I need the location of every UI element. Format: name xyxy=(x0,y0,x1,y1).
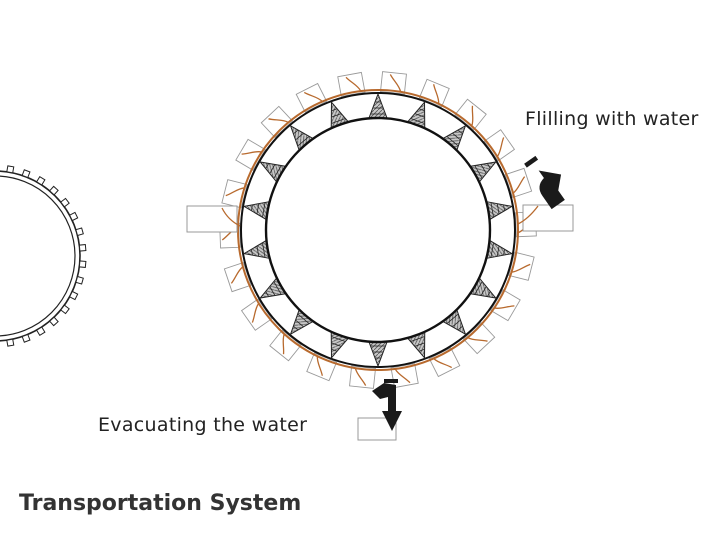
main-ring xyxy=(219,71,537,389)
outlet-box xyxy=(357,417,397,441)
ring-tooth xyxy=(60,304,70,315)
ring-tooth xyxy=(21,169,31,179)
ring-tooth xyxy=(35,326,46,336)
right-port-pipe xyxy=(517,205,539,225)
right-port-box xyxy=(522,204,574,232)
outer-ring xyxy=(240,92,516,368)
pipe-ring xyxy=(237,89,519,371)
chamber-box xyxy=(379,71,407,95)
left-port-pipe xyxy=(221,207,241,227)
turbine-icon xyxy=(242,201,270,221)
ring-tooth xyxy=(68,211,79,222)
ring-tooth xyxy=(78,260,87,268)
diagram-title: Transportation System xyxy=(19,491,302,516)
turbine-icon xyxy=(407,331,426,360)
partial-ring-left xyxy=(0,165,87,347)
turbine-icon xyxy=(368,92,388,119)
ring-tooth xyxy=(35,176,46,186)
chamber-box xyxy=(418,78,450,108)
filling-arrow-icon xyxy=(524,155,565,210)
ring-tooth xyxy=(6,338,15,347)
left-port-box xyxy=(186,205,238,233)
chamber-box xyxy=(306,352,338,382)
turbine-icon xyxy=(242,239,270,259)
turbine-icon xyxy=(486,239,514,259)
ring-tooth xyxy=(78,244,87,252)
ring-tooth xyxy=(6,165,15,174)
filling-label: Flilling with water xyxy=(525,108,699,130)
turbines xyxy=(242,92,514,368)
evacuating-arrow-icon xyxy=(372,379,402,431)
evacuating-label: Evacuating the water xyxy=(98,414,308,436)
ring-tooth xyxy=(75,227,84,237)
partial-ring-teeth xyxy=(6,165,87,347)
inner-ring xyxy=(264,116,492,344)
ring-tooth xyxy=(60,197,70,208)
ring-tooth xyxy=(68,290,79,301)
chamber-box xyxy=(462,321,496,355)
ring-tooth xyxy=(48,316,59,327)
turbine-icon xyxy=(486,201,514,221)
ring-tooth xyxy=(21,333,31,343)
ring-tooth xyxy=(48,185,59,196)
turbine-icon xyxy=(368,341,388,368)
chamber-box xyxy=(428,347,461,378)
ring-tooth xyxy=(75,275,84,285)
